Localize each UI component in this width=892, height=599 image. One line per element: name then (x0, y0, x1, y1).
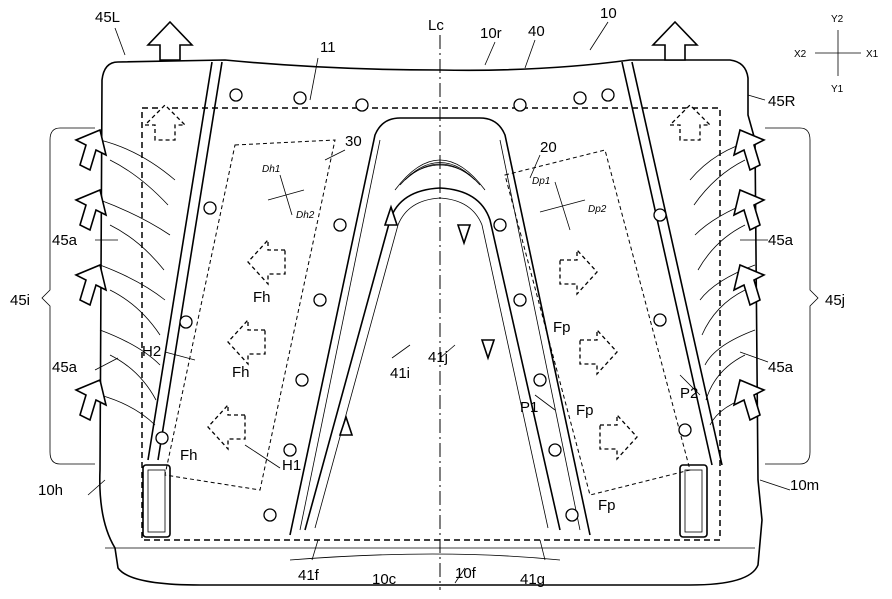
svg-text:P1: P1 (520, 399, 538, 416)
svg-text:11: 11 (320, 39, 336, 56)
svg-text:30: 30 (345, 133, 362, 150)
right-bottom-block (679, 464, 708, 538)
svg-text:45i: 45i (10, 292, 30, 309)
svg-text:10c: 10c (372, 571, 397, 588)
reference-labels: 45L 11 Lc 10r 40 10 45R 30 20 45a 45a 45… (10, 5, 845, 588)
svg-text:10h: 10h (38, 482, 63, 499)
region-11 (141, 107, 721, 541)
svg-text:20: 20 (540, 139, 557, 156)
svg-text:Fh: Fh (180, 447, 198, 464)
leader-lines (87, 21, 791, 584)
axis-compass: Y2 Y1 X1 X2 (794, 14, 879, 95)
svg-text:45R: 45R (768, 93, 796, 110)
panel-20 (504, 149, 691, 496)
direction-cross-h (267, 174, 305, 216)
svg-text:Dp2: Dp2 (588, 204, 607, 215)
svg-text:40: 40 (528, 23, 545, 40)
svg-text:45a: 45a (768, 359, 794, 376)
svg-text:H2: H2 (142, 343, 161, 360)
svg-text:41i: 41i (390, 365, 410, 382)
svg-text:41j: 41j (428, 349, 448, 366)
svg-text:Fh: Fh (253, 289, 271, 306)
svg-text:45a: 45a (52, 359, 78, 376)
housing-body (98, 59, 763, 586)
svg-text:10: 10 (600, 5, 617, 22)
svg-text:Fp: Fp (598, 497, 616, 514)
svg-text:Fp: Fp (553, 319, 571, 336)
svg-text:Y2: Y2 (831, 14, 844, 25)
svg-text:Dh1: Dh1 (262, 164, 280, 175)
svg-text:X1: X1 (866, 49, 879, 60)
svg-text:Lc: Lc (428, 17, 444, 34)
svg-text:X2: X2 (794, 49, 807, 60)
fastener-holes (155, 88, 692, 522)
svg-text:P2: P2 (680, 385, 698, 402)
svg-text:Fp: Fp (576, 402, 594, 419)
airflow-arrows (74, 20, 766, 461)
svg-text:45a: 45a (52, 232, 78, 249)
svg-text:Y1: Y1 (831, 84, 844, 95)
svg-text:H1: H1 (282, 457, 301, 474)
svg-text:Dp1: Dp1 (532, 176, 550, 187)
svg-text:45L: 45L (95, 9, 120, 26)
svg-text:10f: 10f (455, 565, 477, 582)
svg-text:41f: 41f (298, 567, 320, 584)
svg-text:10r: 10r (480, 25, 502, 42)
left-bottom-block (142, 464, 171, 538)
svg-text:41g: 41g (520, 571, 545, 588)
svg-text:10m: 10m (790, 477, 819, 494)
brace-45i (41, 127, 95, 465)
direction-cross-p (539, 181, 586, 231)
left-grille (99, 139, 176, 426)
svg-text:45j: 45j (825, 292, 845, 309)
brace-45j (765, 127, 819, 465)
svg-text:Dh2: Dh2 (296, 210, 315, 221)
svg-text:45a: 45a (768, 232, 794, 249)
svg-text:Fh: Fh (232, 364, 250, 381)
panel-30 (164, 139, 336, 491)
